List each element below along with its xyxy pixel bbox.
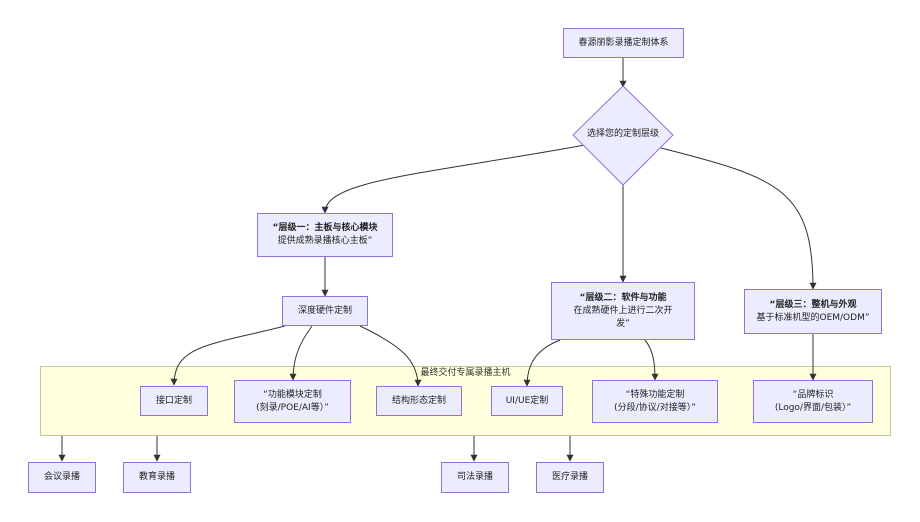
root-label: 春源丽影录播定制体系 — [578, 37, 669, 48]
special-func-line1: “特殊功能定制 — [625, 389, 685, 400]
output-judicial-label: 司法录播 — [456, 472, 493, 482]
level3-node[interactable]: “层级三：整机与外观 基于标准机型的OEM/ODM” — [744, 289, 882, 334]
deep-hardware-label: 深度硬件定制 — [297, 305, 352, 316]
structure-label: 结构形态定制 — [391, 395, 446, 406]
func-module-line1: “功能模块定制 — [263, 389, 322, 400]
level1-title: “层级一：主板与核心模块 — [272, 223, 378, 233]
decision-label: 选择您的定制层级 — [586, 129, 659, 139]
level2-node[interactable]: “层级二：软件与功能 在成熟硬件上进行二次开 发” — [551, 282, 695, 340]
interface-node[interactable]: 接口定制 — [140, 386, 208, 416]
func-module-line2: (刻录/POE/AI等）” — [256, 402, 329, 413]
level1-desc: 提供成熟录播核心主板” — [277, 236, 373, 246]
root-node[interactable]: 春源丽影录播定制体系 — [563, 28, 684, 58]
level2-desc1: 在成熟硬件上进行二次开 — [573, 305, 673, 316]
output-edu-node[interactable]: 教育录播 — [123, 462, 191, 493]
brand-line1: “品牌标识 — [792, 389, 834, 400]
level2-title: “层级二：软件与功能 — [579, 292, 667, 303]
cluster-label: 最终交付专属录播主机 — [420, 368, 511, 378]
output-edu-label: 教育录播 — [138, 472, 175, 482]
output-medical-node[interactable]: 医疗录播 — [536, 462, 604, 493]
level3-desc: 基于标准机型的OEM/ODM” — [756, 312, 870, 323]
level3-title: “层级三：整机与外观 — [769, 299, 857, 310]
deep-hardware-node[interactable]: 深度硬件定制 — [282, 296, 368, 326]
output-judicial-node[interactable]: 司法录播 — [441, 462, 509, 493]
output-medical-label: 医疗录播 — [551, 472, 588, 482]
output-meeting-label: 会议录播 — [43, 472, 80, 482]
brand-node[interactable]: “品牌标识 (Logo/界面/包装）” — [753, 380, 873, 423]
func-module-node[interactable]: “功能模块定制 (刻录/POE/AI等）” — [234, 380, 351, 423]
level1-node[interactable]: “层级一：主板与核心模块 提供成熟录播核心主板” — [257, 213, 393, 257]
structure-node[interactable]: 结构形态定制 — [376, 386, 462, 416]
special-func-line2: (分段/协议/对接等）” — [614, 402, 696, 413]
interface-label: 接口定制 — [155, 395, 192, 406]
brand-line2: (Logo/界面/包装）” — [774, 402, 852, 413]
uiue-node[interactable]: UI/UE定制 — [491, 386, 563, 416]
level2-desc2: 发” — [616, 318, 630, 329]
output-meeting-node[interactable]: 会议录播 — [28, 462, 96, 493]
special-func-node[interactable]: “特殊功能定制 (分段/协议/对接等）” — [592, 380, 718, 423]
uiue-label: UI/UE定制 — [505, 395, 549, 406]
